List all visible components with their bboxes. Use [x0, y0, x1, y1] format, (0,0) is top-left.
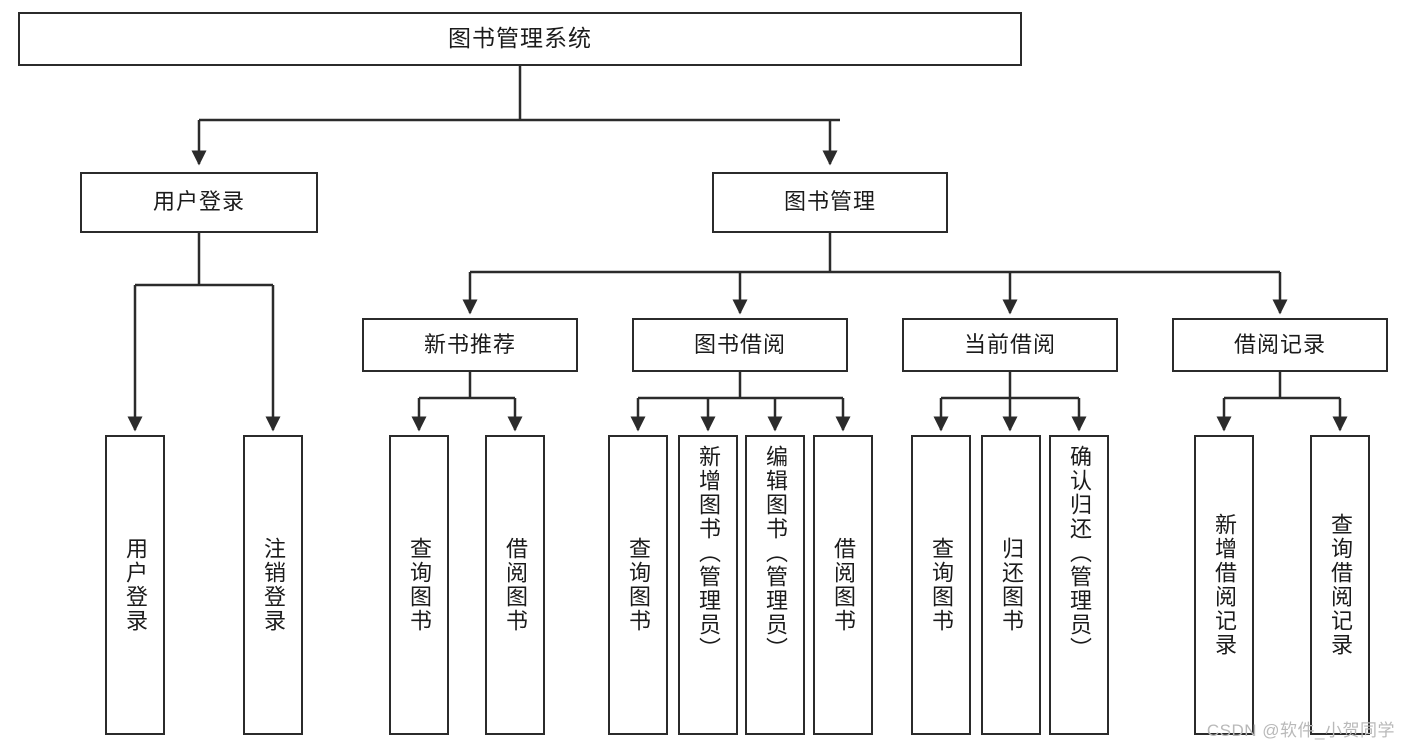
node-label: 图书管理系统	[448, 25, 592, 52]
node-book-borrow[interactable]: 图书借阅	[632, 318, 848, 372]
node-borrow-record[interactable]: 借阅记录	[1172, 318, 1388, 372]
leaf-current-borrow-return[interactable]: 归还图书	[981, 435, 1041, 735]
node-label: 编辑图书（管理员）	[762, 445, 788, 661]
node-label: 新书推荐	[423, 331, 516, 357]
node-label: 归还图书	[998, 537, 1024, 633]
node-label: 图书管理	[783, 189, 876, 215]
node-label: 查询图书	[625, 537, 651, 633]
leaf-borrow-record-add[interactable]: 新增借阅记录	[1194, 435, 1254, 735]
node-root-system[interactable]: 图书管理系统	[18, 12, 1022, 66]
node-label: 用户登录	[122, 537, 148, 633]
node-label: 当前借阅	[963, 331, 1056, 357]
node-new-book-recommend[interactable]: 新书推荐	[362, 318, 578, 372]
node-label: 查询借阅记录	[1327, 513, 1353, 657]
leaf-new-book-query[interactable]: 查询图书	[389, 435, 449, 735]
node-current-borrow[interactable]: 当前借阅	[902, 318, 1118, 372]
node-book-management[interactable]: 图书管理	[712, 172, 948, 233]
node-label: 注销登录	[260, 537, 286, 633]
leaf-book-borrow-edit[interactable]: 编辑图书（管理员）	[745, 435, 805, 735]
node-label: 确认归还（管理员）	[1066, 445, 1092, 661]
node-label: 借阅图书	[502, 537, 528, 633]
node-label: 借阅记录	[1233, 331, 1326, 357]
leaf-new-book-borrow[interactable]: 借阅图书	[485, 435, 545, 735]
node-label: 查询图书	[928, 537, 954, 633]
node-label: 新增图书（管理员）	[695, 445, 721, 661]
node-label: 新增借阅记录	[1211, 513, 1237, 657]
node-label: 图书借阅	[693, 331, 786, 357]
leaf-borrow-record-query[interactable]: 查询借阅记录	[1310, 435, 1370, 735]
leaf-user-login-logout[interactable]: 注销登录	[243, 435, 303, 735]
node-label: 用户登录	[152, 189, 245, 215]
leaf-current-borrow-query[interactable]: 查询图书	[911, 435, 971, 735]
csdn-watermark: CSDN @软件_小贺同学	[1206, 721, 1395, 740]
node-label: 查询图书	[406, 537, 432, 633]
leaf-book-borrow-query[interactable]: 查询图书	[608, 435, 668, 735]
leaf-book-borrow-borrow[interactable]: 借阅图书	[813, 435, 873, 735]
leaf-current-borrow-confirm-return[interactable]: 确认归还（管理员）	[1049, 435, 1109, 735]
node-user-login[interactable]: 用户登录	[80, 172, 318, 233]
node-label: 借阅图书	[830, 537, 856, 633]
leaf-user-login-login[interactable]: 用户登录	[105, 435, 165, 735]
leaf-book-borrow-add[interactable]: 新增图书（管理员）	[678, 435, 738, 735]
